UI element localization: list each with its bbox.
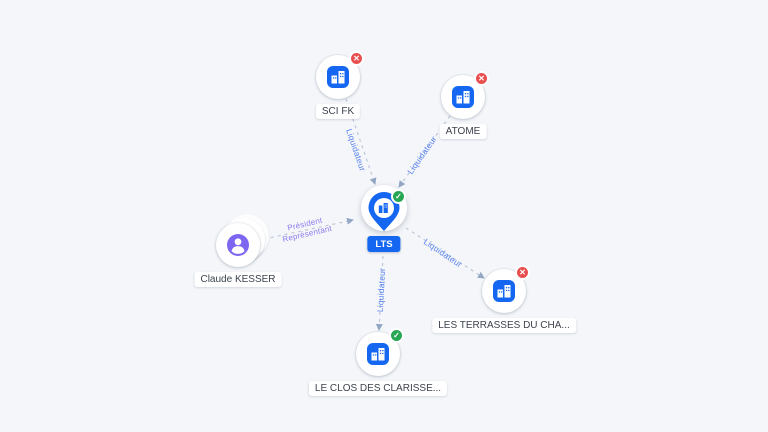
node-label: SCI FK [315,104,361,119]
node-label: ATOME [439,124,487,139]
center-node-label: LTS [367,236,401,252]
node-atome[interactable]: ✕ ATOME [439,71,489,139]
node-lts[interactable]: ✓ LTS [356,183,412,252]
edge-line-terrasses [405,227,485,279]
status-check-icon: ✓ [391,189,406,204]
node-label: LE CLOS DES CLARISSE... [308,381,448,396]
status-check-icon: ✓ [389,328,404,343]
status-cross-icon: ✕ [515,265,530,280]
edge-line-kesser [263,217,354,240]
node-claude-kesser[interactable]: Claude KESSER [194,214,282,287]
edge-line-clos [375,255,384,331]
status-cross-icon: ✕ [349,51,364,66]
node-sci-fk[interactable]: ✕ SCI FK [315,51,364,119]
node-le-clos[interactable]: ✓ LE CLOS DES CLARISSE... [308,328,448,396]
node-label: Claude KESSER [194,272,282,287]
node-label: LES TERRASSES DU CHA... [432,318,576,333]
status-cross-icon: ✕ [474,71,489,86]
person-icon [216,223,260,267]
node-les-terrasses[interactable]: ✕ LES TERRASSES DU CHA... [432,265,576,333]
